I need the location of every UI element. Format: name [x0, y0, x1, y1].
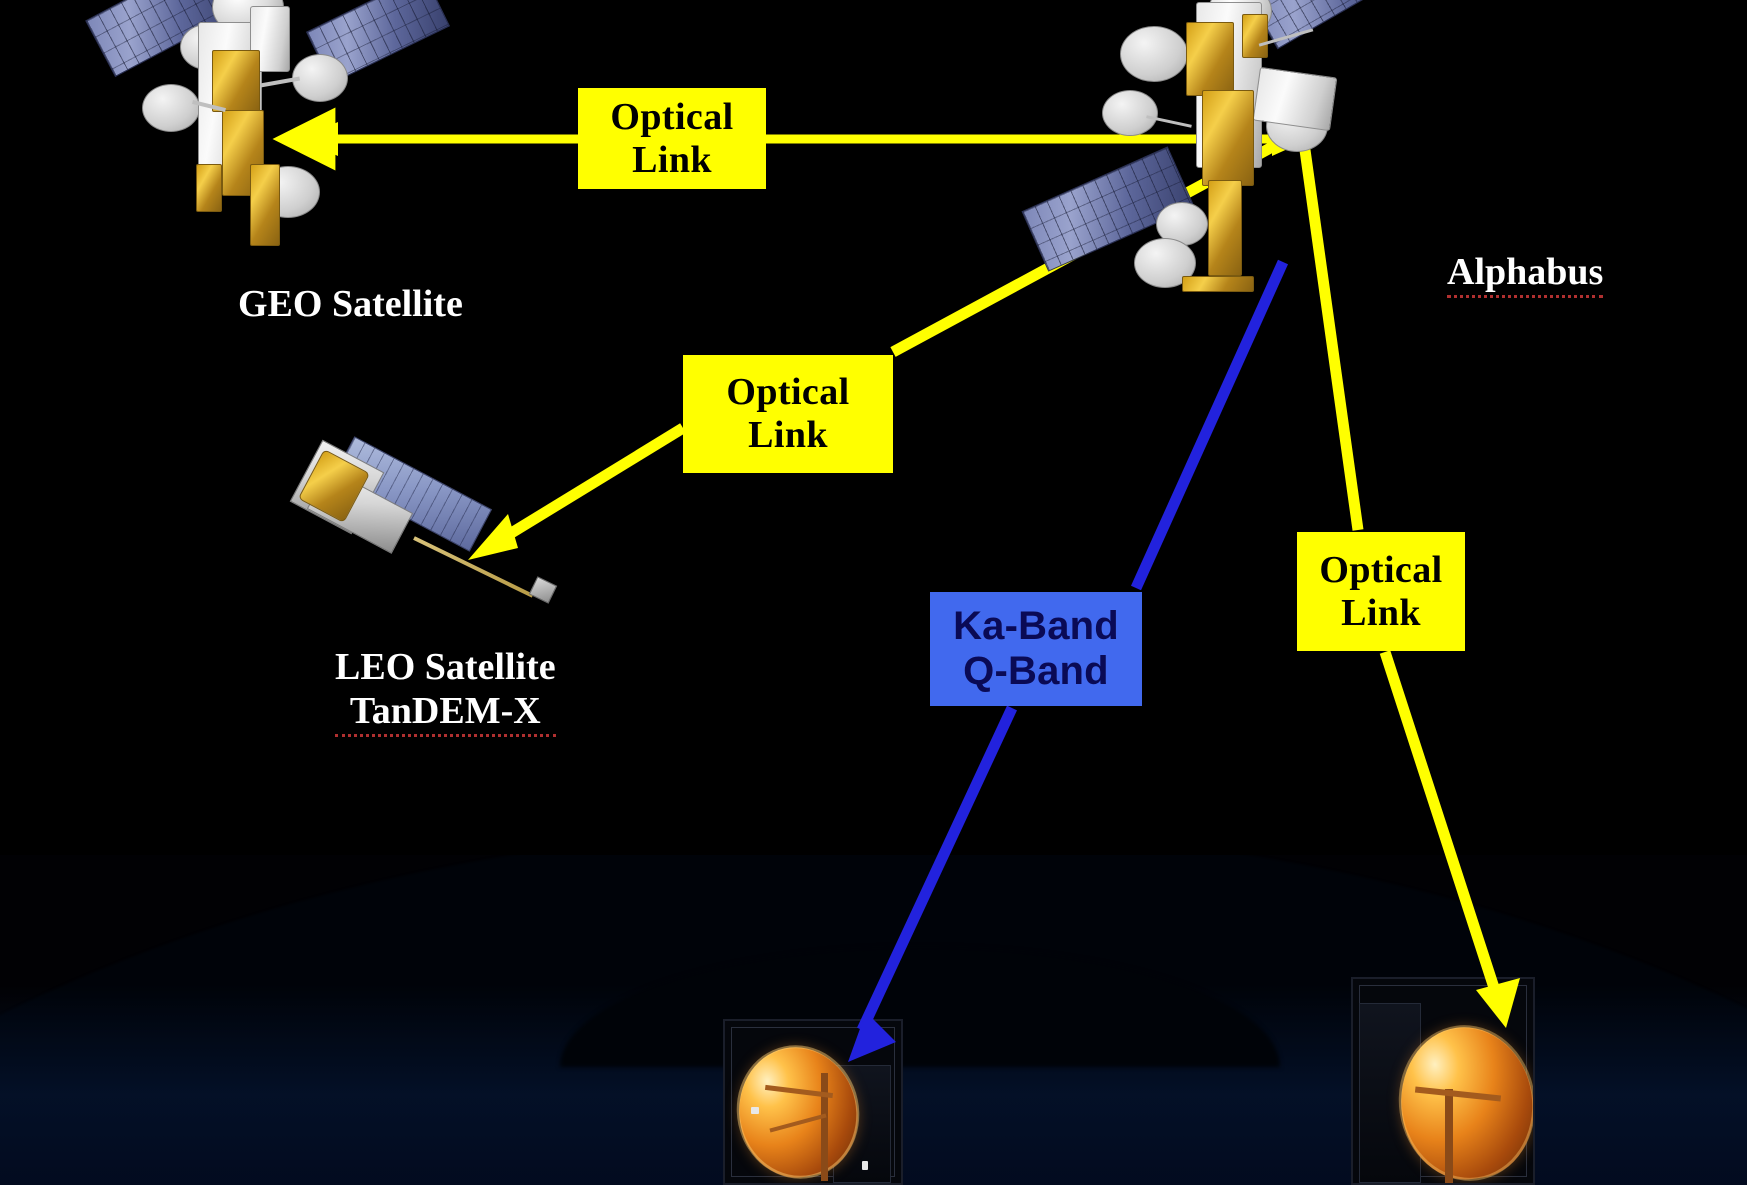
- link-alphabus-to-rf-ground: [848, 259, 1289, 1062]
- thermal-blanket: [1182, 276, 1254, 292]
- antenna-dish: [292, 54, 348, 102]
- thermal-blanket: [1208, 180, 1242, 276]
- instrument-boom: [413, 536, 534, 598]
- label-optical-link-middle: Optical Link: [683, 355, 893, 473]
- caption-line-1: Alphabus: [1447, 250, 1604, 299]
- label-line-2: Link: [748, 414, 828, 456]
- antenna-dish: [142, 84, 200, 132]
- leo-satellite-graphic: [289, 430, 570, 620]
- ground-station-light: [751, 1107, 759, 1114]
- dish-mast: [821, 1073, 828, 1181]
- label-optical-link-top: Optical Link: [578, 88, 766, 189]
- caption-alphabus: Alphabus: [1447, 250, 1604, 299]
- dish-mast: [1445, 1089, 1453, 1183]
- satellite-bus: [250, 6, 290, 72]
- ground-station-light: [862, 1161, 868, 1170]
- ground-station-frame: [731, 1027, 895, 1177]
- geo-satellite-graphic: [85, 0, 451, 258]
- link-alphabus-to-optical-ground: [1299, 149, 1520, 1028]
- thermal-blanket: [1202, 90, 1254, 186]
- thermal-blanket: [196, 164, 222, 212]
- label-line-1: Optical: [1319, 548, 1443, 591]
- thermal-blanket: [212, 50, 260, 112]
- antenna-dish: [1120, 26, 1188, 82]
- thermal-blanket: [250, 164, 280, 246]
- label-line-2: Q-Band: [963, 649, 1109, 693]
- label-line-2: Link: [1341, 591, 1421, 634]
- caption-line-1: LEO Satellite: [335, 646, 556, 688]
- label-line-2: Link: [632, 138, 712, 181]
- label-optical-link-right: Optical Link: [1297, 532, 1465, 651]
- label-ka-q-band: Ka-Band Q-Band: [930, 592, 1142, 706]
- caption-leo-satellite: LEO Satellite TanDEM-X: [335, 645, 556, 738]
- thermal-blanket: [1242, 14, 1268, 58]
- caption-line-1: GEO Satellite: [238, 283, 463, 325]
- label-line-1: Optical: [726, 371, 850, 414]
- alphabus-satellite-graphic: [1021, 0, 1430, 300]
- caption-geo-satellite: GEO Satellite: [238, 282, 463, 326]
- boom-tip-module: [528, 576, 558, 604]
- thermal-blanket: [1186, 22, 1234, 96]
- satellite-bus: [1252, 66, 1338, 132]
- antenna-dish: [1102, 90, 1158, 136]
- label-line-1: Optical: [610, 95, 734, 138]
- caption-line-2: TanDEM-X: [335, 689, 556, 738]
- label-line-1: Ka-Band: [953, 604, 1119, 649]
- rf-ground-station: [723, 1019, 903, 1185]
